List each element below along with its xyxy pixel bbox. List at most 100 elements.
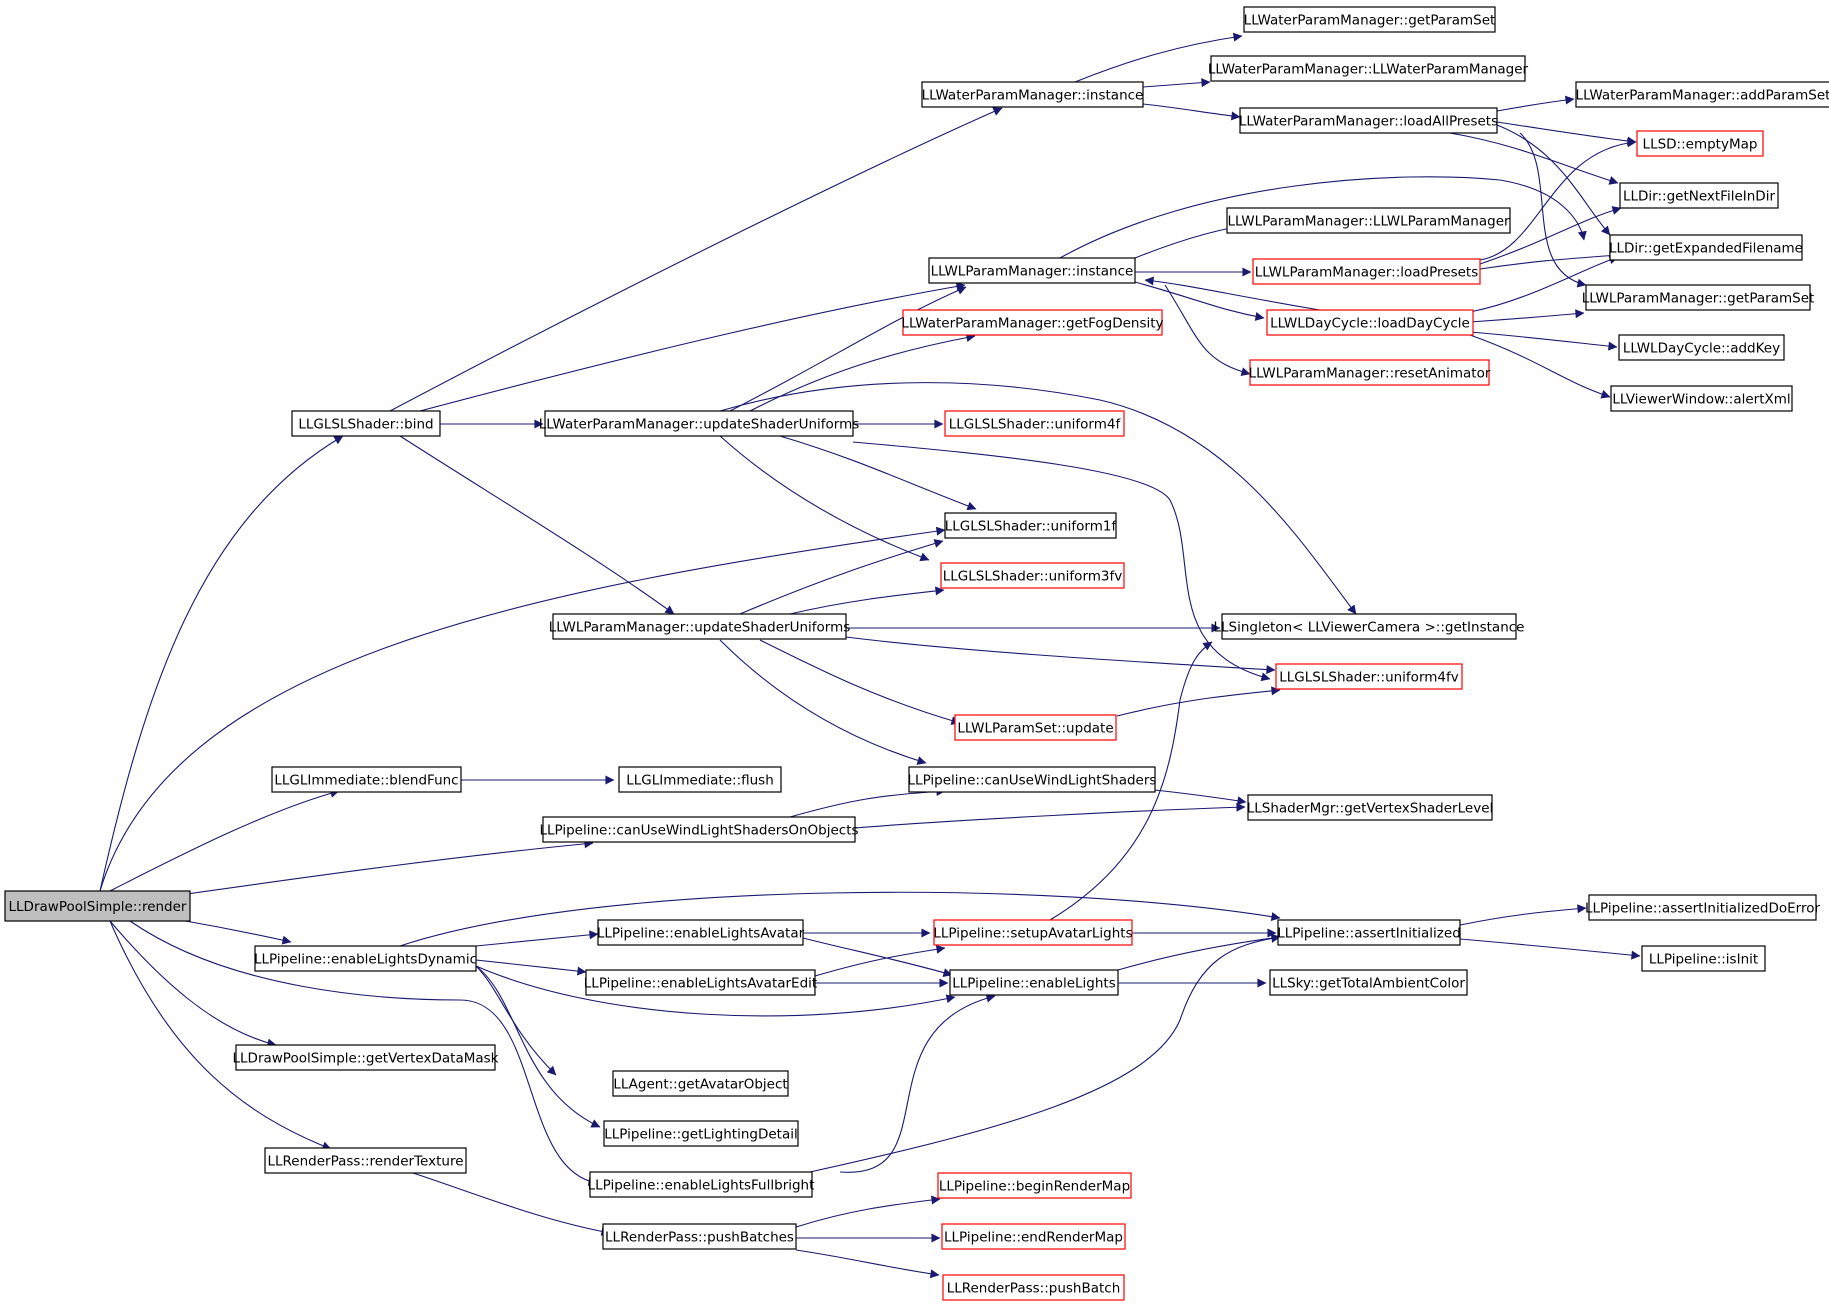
node-label: LLWLParamSet::update xyxy=(957,721,1113,737)
node-ellights[interactable]: LLPipeline::enableLights xyxy=(949,969,1119,996)
node-wl-getps[interactable]: LLWLParamManager::getParamSet xyxy=(1582,284,1815,311)
edge xyxy=(109,920,332,1151)
edge xyxy=(1469,309,1585,323)
edge xyxy=(749,333,976,412)
node-label: LLDrawPoolSimple::getVertexDataMask xyxy=(233,1051,499,1067)
node-label: LLPipeline::enableLightsDynamic xyxy=(254,952,477,968)
node-pushbatch[interactable]: LLRenderPass::pushBatch xyxy=(942,1274,1125,1301)
node-setupav[interactable]: LLPipeline::setupAvatarLights xyxy=(933,919,1133,946)
node-label: LLGLImmediate::blendFunc xyxy=(274,773,458,789)
node-dc-addkey[interactable]: LLWLDayCycle::addKey xyxy=(1618,334,1785,361)
node-box xyxy=(254,945,477,972)
edge xyxy=(789,787,946,818)
node-box xyxy=(264,1147,467,1174)
node-wldc-load[interactable]: LLWLDayCycle::loadDayCycle xyxy=(1266,309,1474,336)
node-wpm-ctor[interactable]: LLWaterParamManager::LLWaterParamManager xyxy=(1208,55,1529,82)
node-box xyxy=(597,919,804,946)
node-expfile[interactable]: LLDir::getExpandedFilename xyxy=(1609,234,1803,261)
node-label: LLSingleton< LLViewerCamera >::getInstan… xyxy=(1214,620,1525,636)
edge xyxy=(99,435,344,892)
node-box xyxy=(944,410,1125,437)
node-u1f[interactable]: LLGLSLShader::uniform1f xyxy=(944,512,1118,539)
edge xyxy=(109,788,340,892)
node-wpm-inst[interactable]: LLWaterParamManager::instance xyxy=(921,81,1144,108)
node-box xyxy=(928,257,1136,284)
node-box xyxy=(552,613,847,640)
node-box xyxy=(602,1223,797,1250)
node-wl-inst[interactable]: LLWLParamManager::instance xyxy=(928,257,1136,284)
node-label: LLWaterParamManager::addParamSet xyxy=(1576,88,1829,104)
node-u4fv[interactable]: LLGLSLShader::uniform4fv xyxy=(1275,663,1463,690)
node-label: LLWaterParamManager::getParamSet xyxy=(1244,13,1496,29)
node-layer: LLDrawPoolSimple::render LLGLSLShader::bi… xyxy=(4,6,1829,1301)
edge xyxy=(845,636,1276,675)
node-u4f[interactable]: LLGLSLShader::uniform4f xyxy=(944,410,1125,437)
node-isinit[interactable]: LLPipeline::isInit xyxy=(1641,945,1766,972)
node-label: LLWLParamManager::instance xyxy=(931,264,1134,280)
edge xyxy=(729,286,967,412)
node-blend[interactable]: LLGLImmediate::blendFunc xyxy=(271,766,462,793)
node-box xyxy=(271,766,462,793)
node-box xyxy=(908,766,1156,793)
node-endrm[interactable]: LLPipeline::endRenderMap xyxy=(941,1223,1126,1250)
node-vdm[interactable]: LLDrawPoolSimple::getVertexDataMask xyxy=(233,1044,499,1071)
node-wpm-add[interactable]: LLWaterParamManager::addParamSet xyxy=(1575,81,1829,108)
node-label: LLPipeline::isInit xyxy=(1649,952,1758,968)
node-lightdet[interactable]: LLPipeline::getLightingDetail xyxy=(603,1120,799,1147)
node-beginrm[interactable]: LLPipeline::beginRenderMap xyxy=(937,1172,1132,1199)
node-root: LLDrawPoolSimple::render xyxy=(4,890,191,922)
edge xyxy=(1479,138,1637,261)
node-wlps-upd[interactable]: LLWLParamSet::update xyxy=(954,714,1117,741)
node-wl-reset[interactable]: LLWLParamManager::resetAnimator xyxy=(1249,359,1491,386)
node-pushb[interactable]: LLRenderPass::pushBatches xyxy=(602,1223,797,1250)
node-canwl[interactable]: LLPipeline::canUseWindLightShaders xyxy=(908,766,1157,793)
edge xyxy=(779,435,977,511)
node-assertinit[interactable]: LLPipeline::assertInitialized xyxy=(1277,919,1461,946)
node-bind[interactable]: LLGLSLShader::bind xyxy=(291,410,441,437)
node-wpm-get[interactable]: LLWaterParamManager::getParamSet xyxy=(1243,6,1496,33)
node-box xyxy=(1636,130,1764,157)
edge xyxy=(719,639,927,765)
node-wl-load[interactable]: LLWLParamManager::loadPresets xyxy=(1252,258,1481,285)
node-singleton[interactable]: LLSingleton< LLViewerCamera >::getInstan… xyxy=(1214,613,1525,640)
node-assertdoerr[interactable]: LLPipeline::assertInitializedDoError xyxy=(1585,894,1821,921)
edge xyxy=(789,586,945,615)
node-wl-ctor[interactable]: LLWLParamManager::LLWLParamManager xyxy=(1226,207,1511,234)
edge xyxy=(1469,255,1619,313)
node-nextfile[interactable]: LLDir::getNextFileInDir xyxy=(1619,182,1779,209)
node-label: LLPipeline::enableLightsAvatarEdit xyxy=(584,976,817,992)
node-elavatar[interactable]: LLPipeline::enableLightsAvatar xyxy=(597,919,805,946)
node-elavedit[interactable]: LLPipeline::enableLightsAvatarEdit xyxy=(584,969,817,996)
node-label: LLPipeline::enableLightsFullbright xyxy=(588,1178,815,1194)
node-wl-usu[interactable]: LLWLParamManager::updateShaderUniforms xyxy=(549,613,851,640)
node-box xyxy=(4,890,191,922)
node-box xyxy=(603,1120,799,1147)
node-wpm-load[interactable]: LLWaterParamManager::loadAllPresets xyxy=(1239,107,1498,134)
node-emptymap[interactable]: LLSD::emptyMap xyxy=(1636,130,1764,157)
node-wpm-fog[interactable]: LLWaterParamManager::getFogDensity xyxy=(901,309,1164,336)
node-label: LLRenderPass::pushBatches xyxy=(605,1230,794,1246)
edge xyxy=(475,965,557,1076)
node-vslevel[interactable]: LLShaderMgr::getVertexShaderLevel xyxy=(1247,794,1494,821)
edge xyxy=(1116,686,1281,717)
node-box xyxy=(612,1070,789,1097)
node-elfull[interactable]: LLPipeline::enableLightsFullbright xyxy=(588,1171,815,1198)
node-rtex[interactable]: LLRenderPass::renderTexture xyxy=(264,1147,467,1174)
node-label: LLPipeline::assertInitialized xyxy=(1277,926,1461,942)
node-skyamb[interactable]: LLSky::getTotalAmbientColor xyxy=(1269,969,1468,996)
node-label: LLGLSLShader::uniform4f xyxy=(949,417,1122,433)
node-label: LLShaderMgr::getVertexShaderLevel xyxy=(1247,801,1494,817)
node-label: LLAgent::getAvatarObject xyxy=(613,1077,787,1093)
edge xyxy=(739,539,944,615)
node-getavatar[interactable]: LLAgent::getAvatarObject xyxy=(612,1070,789,1097)
edge xyxy=(1479,251,1619,270)
edge xyxy=(1469,331,1618,351)
node-canobj[interactable]: LLPipeline::canUseWindLightShadersOnObje… xyxy=(539,816,859,843)
node-wpm-usu[interactable]: LLWaterParamManager::updateShaderUniform… xyxy=(539,410,860,437)
node-box xyxy=(1609,234,1803,261)
node-alertxml[interactable]: LLViewerWindow::alertXml xyxy=(1610,385,1793,412)
node-u3fv[interactable]: LLGLSLShader::uniform3fv xyxy=(940,562,1125,589)
node-eldyn[interactable]: LLPipeline::enableLightsDynamic xyxy=(254,945,477,972)
node-label: LLDir::getExpandedFilename xyxy=(1609,241,1803,257)
node-flush[interactable]: LLGLImmediate::flush xyxy=(618,766,782,793)
